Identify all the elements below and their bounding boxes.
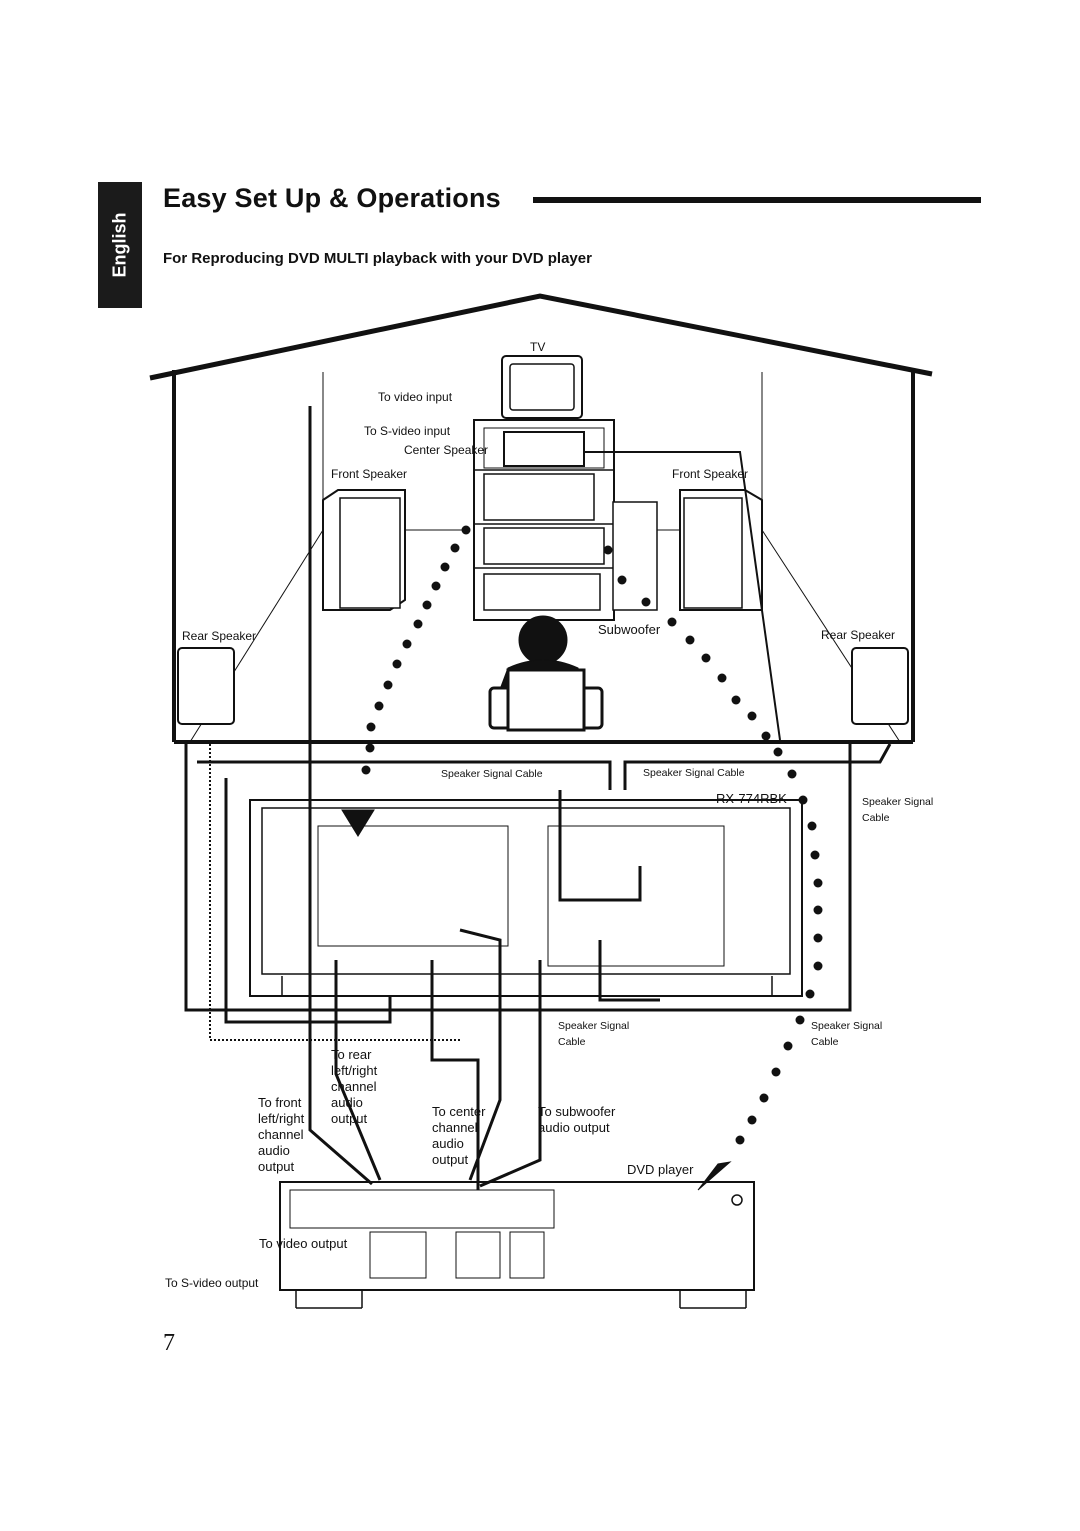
speaker-signal-cable-label-right: Speaker Signal Cable	[862, 796, 934, 824]
rear-speaker-left-label: Rear Speaker	[182, 629, 257, 643]
speaker-signal-cable-label-bottom-2: Speaker Signal Cable	[811, 1020, 883, 1048]
equipment-rack-icon	[473, 419, 615, 621]
to-center-label: To center channel audio output	[432, 1104, 486, 1167]
speaker-signal-cable-label-2: Speaker Signal Cable	[643, 767, 745, 779]
front-speaker-left-icon	[322, 489, 406, 611]
to-subwoofer-label: To subwoofer audio output	[538, 1104, 616, 1135]
front-speaker-left-label: Front Speaker	[331, 467, 408, 481]
dvd-player-label: DVD player	[627, 1162, 694, 1177]
page-title: Easy Set Up & Operations	[163, 183, 501, 213]
to-s-video-output-label: To S-video output	[165, 1276, 259, 1290]
to-s-video-input-label: To S-video input	[364, 424, 451, 438]
subwoofer-label: Subwoofer	[598, 622, 661, 637]
rear-speaker-right-label: Rear Speaker	[821, 628, 896, 642]
front-speaker-right-label: Front Speaker	[672, 467, 749, 481]
subwoofer-icon	[612, 501, 658, 611]
center-speaker-label: Center Speaker	[404, 443, 489, 457]
language-tab: English	[98, 182, 142, 308]
front-speaker-right-icon	[679, 489, 763, 611]
remote-signal-dots	[361, 525, 823, 1145]
speaker-signal-cable-label-1: Speaker Signal Cable	[441, 768, 543, 780]
receiver-model-label: RX-774RBK	[716, 791, 787, 806]
roof-line	[149, 293, 933, 381]
arrow-dvd-icon	[697, 1161, 732, 1191]
dvd-player-back-panel	[279, 1181, 755, 1309]
title-rule	[533, 197, 981, 203]
section-subtitle: For Reproducing DVD MULTI playback with …	[163, 250, 592, 267]
page-number: 7	[163, 1330, 175, 1356]
tv-label: TV	[530, 340, 546, 354]
to-front-label: To front left/right channel audio output	[258, 1095, 305, 1174]
rear-speaker-left-icon	[177, 647, 235, 725]
listener-icon	[488, 615, 604, 732]
to-rear-label: To rear left/right channel audio output	[331, 1047, 378, 1126]
speaker-signal-cable-label-bottom-1: Speaker Signal Cable	[558, 1020, 630, 1048]
arrow-down-icon	[341, 809, 375, 837]
receiver-back-panel	[249, 799, 803, 997]
rear-speaker-right-icon	[851, 647, 909, 725]
to-video-input-label: To video input	[378, 390, 453, 404]
tv-icon	[501, 355, 583, 419]
to-video-output-label: To video output	[259, 1236, 348, 1251]
